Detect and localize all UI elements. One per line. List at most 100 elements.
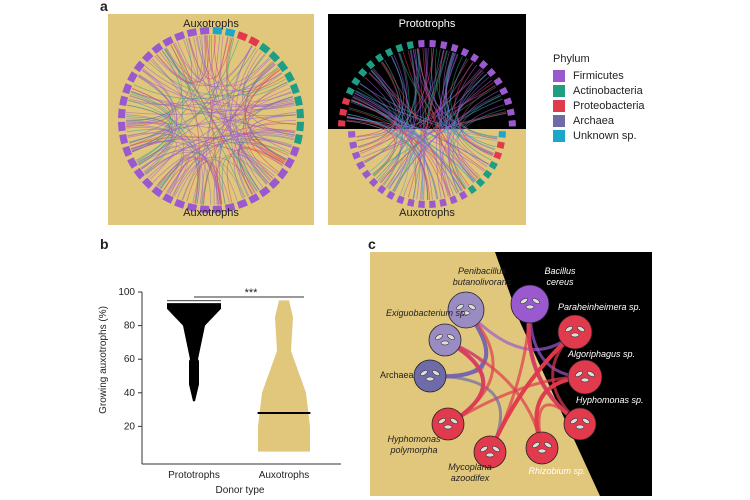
y-tick-label: 80	[124, 321, 136, 332]
label-algoriphagus: Algoriphagus sp.	[568, 349, 636, 359]
cell-glyph	[525, 304, 535, 310]
ring-segment	[341, 97, 351, 106]
chord	[144, 50, 184, 174]
cell-glyph	[425, 376, 435, 382]
chord	[138, 39, 239, 165]
ring-segment	[277, 60, 289, 73]
chord	[443, 51, 489, 165]
ring-segment	[358, 67, 368, 78]
label-penibacillus: Penibacillus butanolivorans	[452, 266, 512, 287]
legend-item-firmicutes: Firmicutes	[553, 68, 645, 83]
node-hyphomonas-polymorpha	[431, 407, 465, 441]
chord	[361, 113, 507, 158]
ring-segment	[268, 177, 281, 190]
chord	[359, 69, 483, 152]
ring-segment	[127, 157, 138, 169]
legend-title: Phylum	[553, 53, 590, 65]
chord	[244, 69, 281, 173]
node-archaea	[413, 359, 447, 393]
chord	[368, 72, 486, 171]
chord	[377, 48, 429, 181]
label-rhizobium: Rhizobium sp.	[528, 466, 586, 476]
ring-segment	[458, 190, 468, 200]
chord	[138, 74, 295, 108]
chord	[126, 122, 292, 148]
chord	[137, 146, 183, 191]
legend-label: Proteobacteria	[573, 99, 645, 112]
ring-segment	[508, 120, 516, 127]
chord	[174, 156, 258, 197]
ring-segment	[377, 184, 387, 195]
ring-segment	[284, 71, 295, 83]
ring-segment	[224, 202, 236, 212]
ring-segment	[133, 167, 145, 180]
cell-glyph	[480, 446, 488, 452]
ring-segment	[396, 195, 405, 205]
chord	[170, 44, 258, 192]
violin-auxotrophs	[258, 300, 310, 452]
chord	[407, 49, 445, 198]
chord	[152, 138, 292, 183]
ring-segment	[133, 60, 145, 73]
chord	[127, 104, 238, 201]
chord	[446, 58, 468, 188]
cell-glyph	[577, 326, 585, 332]
node-algoriphagus	[567, 359, 603, 395]
chord	[133, 67, 279, 100]
ring-segment	[277, 167, 289, 180]
chord	[161, 35, 217, 82]
node-mycoplana	[473, 435, 507, 469]
chord	[165, 47, 270, 88]
chord	[131, 136, 287, 160]
ring-segment	[496, 141, 505, 149]
ring-segment	[493, 151, 503, 160]
cell-glyph	[438, 418, 446, 424]
ring-segment	[478, 60, 489, 70]
ring-segment	[122, 83, 133, 95]
cell-glyph	[492, 446, 500, 452]
ring-segment	[248, 193, 260, 204]
chord	[452, 108, 506, 189]
chord	[444, 53, 476, 182]
ring-segment	[186, 28, 198, 38]
cell-glyph	[570, 332, 580, 338]
ring-segment	[199, 205, 210, 213]
chord	[439, 54, 459, 197]
chord	[346, 120, 438, 200]
cell-glyph	[461, 310, 471, 316]
chord-diagram-auxotrophs	[118, 27, 304, 213]
right-bottom-label: Auxotrophs	[399, 207, 455, 219]
label-hyphomonas-polymorpha: Hyphomonas polymorpha	[387, 434, 441, 455]
ring-segment	[368, 177, 379, 188]
chord	[196, 36, 268, 184]
ring-segment	[141, 50, 154, 63]
ring-segment	[406, 41, 414, 50]
chord	[145, 133, 295, 175]
chord	[132, 47, 257, 153]
chord-diagram-prototrophs	[338, 40, 516, 208]
cell-glyph	[532, 298, 540, 304]
chord	[356, 85, 496, 138]
chord	[359, 82, 398, 176]
cell-glyph	[447, 334, 455, 340]
chord	[188, 37, 269, 183]
ring-segment	[351, 76, 361, 86]
violin-prototrophs	[167, 300, 221, 402]
chord	[142, 69, 295, 137]
chord	[126, 118, 171, 150]
ring-segment	[348, 131, 356, 138]
chord	[445, 52, 492, 161]
chord	[355, 91, 463, 192]
ring-segment	[374, 53, 384, 63]
node-bacillus	[510, 284, 550, 324]
cell-glyph	[544, 442, 552, 448]
cell-glyph	[440, 340, 450, 346]
cell-glyph	[456, 304, 464, 310]
cell-glyph	[582, 418, 590, 424]
cell-glyph	[420, 370, 428, 376]
ring-segment	[482, 169, 493, 179]
ring-segment	[151, 186, 164, 198]
ring-segment	[296, 121, 304, 132]
chord	[156, 156, 204, 205]
archaea-swatch	[553, 114, 565, 127]
